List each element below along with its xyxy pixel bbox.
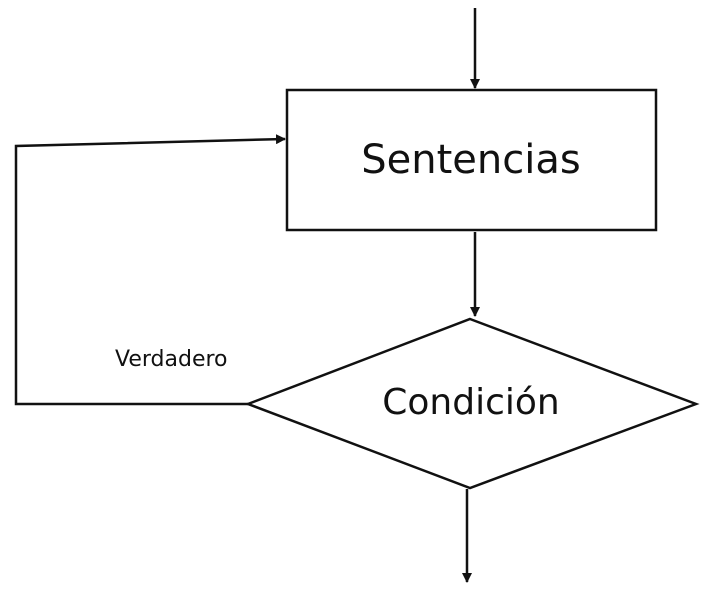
decision-label: Condición: [382, 382, 559, 423]
loop-back-arrow: [14, 134, 286, 406]
true-branch-label: Verdadero: [115, 347, 228, 372]
process-label: Sentencias: [361, 137, 580, 183]
decision-diamond: [244, 317, 700, 490]
process-box: [285, 88, 658, 232]
